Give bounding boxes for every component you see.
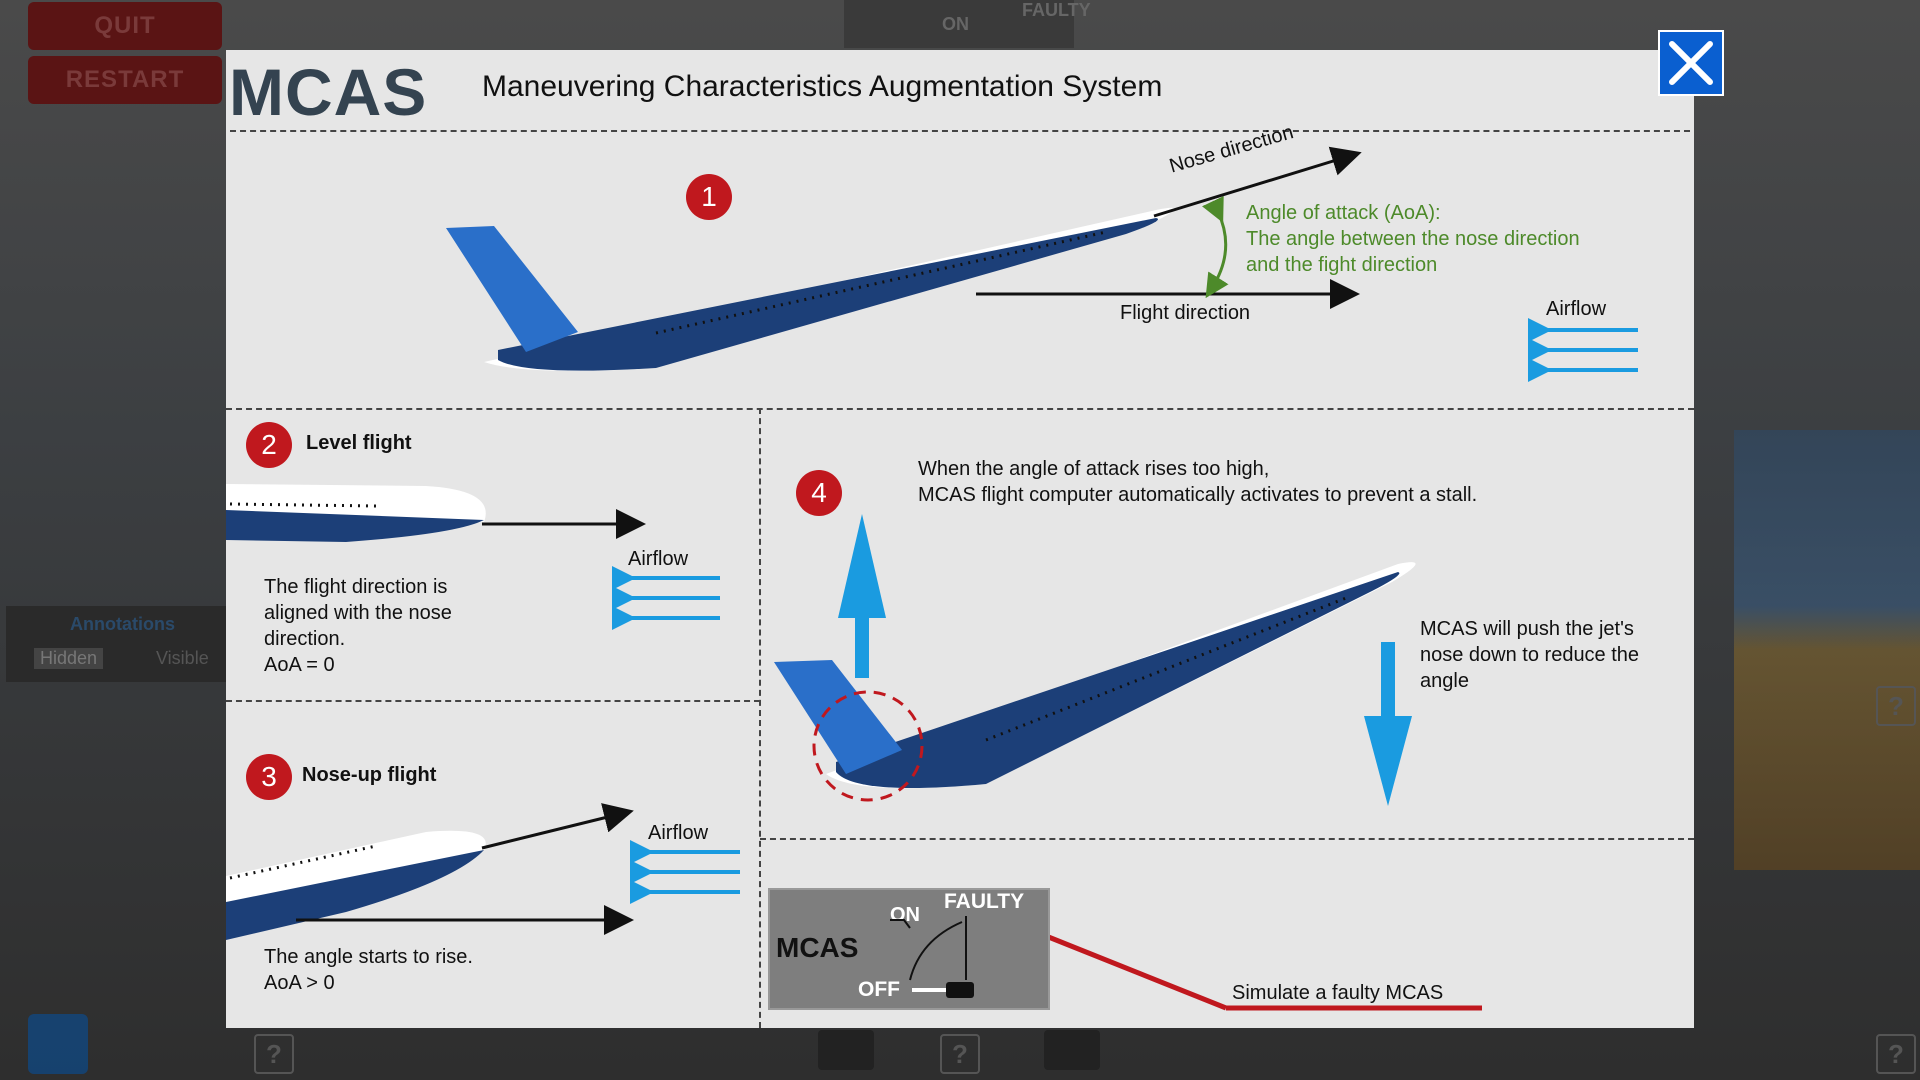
airflow-label: Airflow [1546, 298, 1607, 320]
mcas-activation-line1: When the angle of attack rises too high, [918, 458, 1270, 480]
help-icon[interactable]: ? [254, 1034, 294, 1074]
close-button[interactable] [1658, 30, 1724, 96]
jet-illustration-1 [446, 207, 1175, 371]
flight-instruments [1734, 430, 1920, 870]
aoa-definition-line2: and the fight direction [1246, 254, 1438, 276]
background-switch-on: ON [942, 14, 969, 34]
annotations-hidden-option[interactable]: Hidden [34, 648, 104, 669]
switch-off-label: OFF [858, 978, 900, 1001]
modal-subtitle: Maneuvering Characteristics Augmentation… [482, 70, 1163, 103]
mcas-push-line2: nose down to reduce the [1420, 644, 1640, 666]
step-2-badge: 2 [246, 422, 292, 468]
airflow-arrows-3 [630, 840, 740, 904]
aoa-definition-line1: The angle between the nose direction [1246, 228, 1580, 250]
help-icon[interactable]: ? [940, 1034, 980, 1074]
step-4-badge: 4 [796, 470, 842, 516]
divider [226, 408, 1694, 410]
step-3-badge: 3 [246, 754, 292, 800]
panel-toggle-icon[interactable] [1044, 1030, 1100, 1070]
level-flight-aoa: AoA = 0 [264, 654, 335, 676]
jet-illustration-4 [774, 562, 1416, 802]
mcas-activation-line2: MCAS flight computer automatically activ… [918, 484, 1478, 506]
airflow-arrows-1 [1528, 318, 1638, 382]
step-1-badge: 1 [686, 174, 732, 220]
help-icon[interactable]: ? [1876, 686, 1916, 726]
help-icon[interactable]: ? [1876, 1034, 1916, 1074]
airflow-label: Airflow [628, 548, 689, 570]
mcas-push-line1: MCAS will push the jet's [1420, 618, 1634, 640]
switch-faulty-label: FAULTY [944, 890, 1025, 913]
level-flight-text-line1: The flight direction is [264, 576, 448, 598]
mcas-switch-label: MCAS [776, 932, 859, 963]
nose-up-text-line1: The angle starts to rise. [264, 946, 473, 968]
mcas-switch-panel[interactable]: MCAS ON FAULTY OFF [768, 888, 1050, 1010]
divider [226, 700, 760, 702]
divider [759, 408, 761, 1028]
jet-illustration-2 [226, 484, 486, 542]
faulty-mcas-callout: Simulate a faulty MCAS [1232, 982, 1444, 1004]
flight-direction-label: Flight direction [1120, 302, 1251, 324]
background-switch-faulty: FAULTY [1022, 0, 1091, 20]
divider [760, 838, 1694, 840]
level-flight-text-line2: aligned with the nose [264, 602, 452, 624]
switch-dial [890, 916, 974, 998]
mcas-info-modal: MCAS Maneuvering Characteristics Augment… [226, 50, 1694, 1028]
annotations-visible-option[interactable]: Visible [156, 648, 209, 668]
quit-button[interactable]: QUIT [28, 2, 222, 50]
diagram-graphics [226, 146, 1638, 1011]
mcas-push-line3: angle [1420, 670, 1469, 692]
annotations-panel: Annotations Hidden Visible [6, 606, 226, 682]
panel-toggle-icon[interactable] [818, 1030, 874, 1070]
level-flight-heading: Level flight [306, 432, 412, 454]
jet-illustration-3 [226, 830, 486, 940]
divider [230, 130, 1690, 132]
airflow-arrows-2 [612, 566, 720, 630]
restart-button[interactable]: RESTART [28, 56, 222, 104]
close-icon [1669, 41, 1713, 85]
background-mcas-switch[interactable]: ON FAULTY [844, 0, 1091, 48]
reset-view-icon[interactable] [28, 1014, 88, 1074]
airflow-label: Airflow [648, 822, 709, 844]
modal-title: MCAS [229, 55, 428, 129]
level-flight-text-line3: direction. [264, 628, 346, 650]
nose-up-flight-heading: Nose-up flight [302, 764, 437, 786]
nose-up-aoa: AoA > 0 [264, 972, 335, 994]
annotations-label: Annotations [70, 614, 175, 634]
mcas-force-arrows [838, 514, 1412, 806]
aoa-title: Angle of attack (AoA): [1246, 202, 1441, 224]
